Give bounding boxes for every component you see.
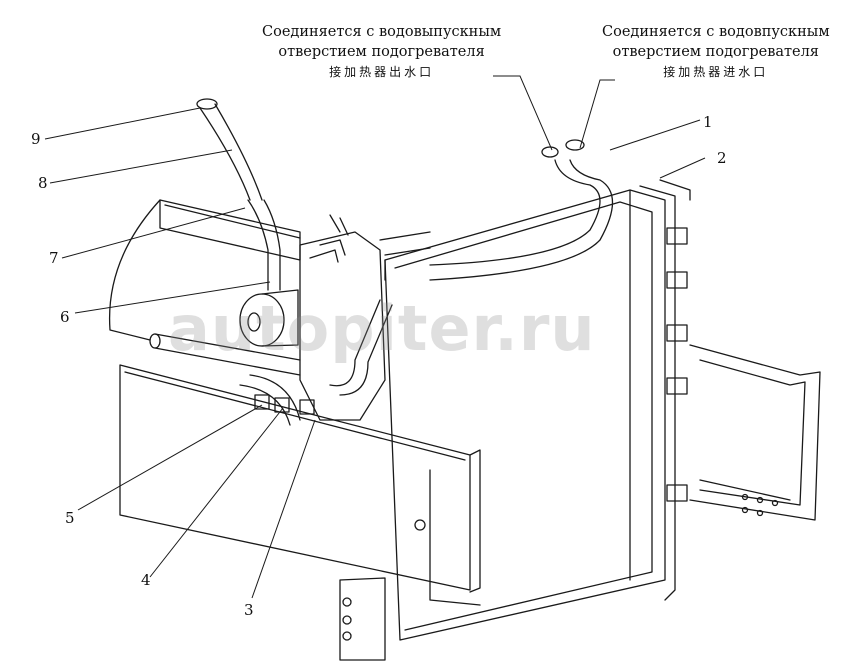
clamp-fittings xyxy=(254,394,315,415)
hose-1 xyxy=(429,139,613,281)
caption-outlet: Соединяется с водовыпускным отверстием п… xyxy=(262,22,501,82)
callout-8: 8 xyxy=(38,174,48,192)
pump-unit xyxy=(239,289,299,347)
callout-7: 7 xyxy=(49,249,59,267)
caption-inlet-zh: 接加热器进水口 xyxy=(663,65,769,79)
callout-1: 1 xyxy=(703,113,713,131)
caption-outlet-zh: 接加热器出水口 xyxy=(329,65,435,79)
callout-3: 3 xyxy=(244,601,254,619)
radiator-clips xyxy=(666,227,688,502)
caption-outlet-line2: отверстием подогревателя xyxy=(278,44,485,60)
expansion-tank xyxy=(299,214,386,421)
hose-lower xyxy=(239,231,431,426)
radiator-core xyxy=(384,179,691,641)
hose-8 xyxy=(196,98,281,291)
caption-inlet-line2: отверстием подогревателя xyxy=(612,44,819,60)
caption-inlet: Соединяется с водовпускным отверстием по… xyxy=(602,22,830,82)
frame-rail-right xyxy=(689,344,821,521)
callout-5: 5 xyxy=(65,509,75,527)
lower-bracket xyxy=(339,577,386,661)
frame-rail-lower xyxy=(119,364,481,606)
callout-6: 6 xyxy=(60,308,70,326)
frame-rail-upper xyxy=(108,199,301,341)
cross-tube xyxy=(149,333,301,376)
callout-2: 2 xyxy=(717,149,727,167)
callout-4: 4 xyxy=(141,571,151,589)
caption-outlet-line1: Соединяется с водовыпускным xyxy=(262,24,502,40)
leader-lines xyxy=(44,75,706,599)
callout-9: 9 xyxy=(31,130,41,148)
caption-inlet-line1: Соединяется с водовпускным xyxy=(602,24,830,40)
